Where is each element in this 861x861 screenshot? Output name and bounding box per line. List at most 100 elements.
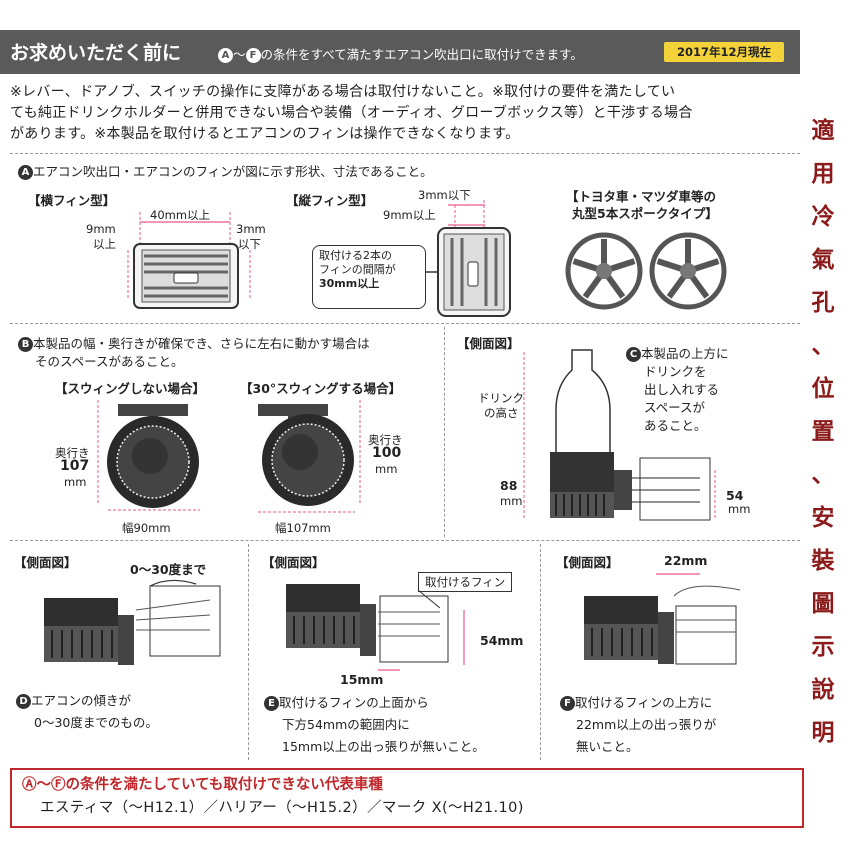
divider-bottom bbox=[10, 540, 800, 541]
side-caption-char: 、 bbox=[811, 462, 835, 488]
section-c-text-5: あること。 bbox=[644, 418, 707, 433]
round-type-title-1: 【トヨタ車・マツダ車等の bbox=[566, 189, 717, 204]
section-b-badge: B bbox=[18, 337, 33, 352]
side-caption-char: 孔 bbox=[811, 290, 835, 316]
section-a-text: エアコン吹出口・エアコンのフィンが図に示す形状、寸法であること。 bbox=[33, 164, 433, 179]
vertical-top-dim: 3mm以下 bbox=[418, 188, 471, 202]
page-title: お求めいただく前に bbox=[10, 42, 182, 64]
fin-label-box: 取付けるフィン bbox=[418, 572, 513, 592]
side-caption-char: 示 bbox=[811, 634, 835, 660]
subtitle-text: の条件をすべて満たすエアコン吹出口に取付けできます。 bbox=[260, 47, 583, 62]
angle-label: 0～30度まで bbox=[130, 562, 207, 577]
section-c-text-4: スペースが bbox=[644, 400, 706, 415]
section-f-text-2: 22mm以上の出っ張りが bbox=[576, 717, 717, 732]
side-caption-char: 氣 bbox=[811, 247, 835, 273]
dim-22mm: 22mm bbox=[664, 553, 708, 568]
no-swing-title: 【スウィングしない場合】 bbox=[55, 381, 206, 396]
notice-text: ※レバー、ドアノブ、スイッチの操作に支障がある場合は取付けないこと。※取付けの要… bbox=[10, 82, 800, 145]
dim-15mm: 15mm bbox=[340, 672, 384, 687]
side-caption-char: 圖 bbox=[811, 591, 835, 617]
badge-f: F bbox=[245, 48, 261, 63]
section-c-badge: C bbox=[626, 347, 641, 362]
section-c-text-3: 出し入れする bbox=[644, 382, 720, 397]
swing-title: 【30°スウィングする場合】 bbox=[240, 381, 402, 396]
vertical-fin-title: 【縦フィン型】 bbox=[286, 193, 374, 208]
callout-line-2: フィンの間隔が bbox=[319, 263, 396, 276]
height-88-unit: mm bbox=[500, 494, 523, 508]
section-c-title: 【側面図】 bbox=[457, 336, 520, 351]
no-swing-width: 幅90mm bbox=[122, 521, 171, 535]
horizontal-fin-title: 【横フィン型】 bbox=[28, 193, 116, 208]
swing-depth-label: 奥行き bbox=[368, 433, 403, 447]
notice-line-1: ※レバー、ドアノブ、スイッチの操作に支障がある場合は取付けないこと。※取付けの要… bbox=[10, 84, 676, 100]
section-c-text-1: 本製品の上方に bbox=[641, 346, 729, 361]
badge-a: A bbox=[218, 48, 233, 63]
divider-ef bbox=[540, 544, 541, 760]
side-caption-char: 適 bbox=[811, 118, 835, 144]
section-f-title: 【側面図】 bbox=[556, 555, 619, 570]
section-e-text-1: 取付けるフィンの上面から bbox=[279, 695, 429, 710]
side-caption-char: 安 bbox=[811, 505, 835, 531]
exception-box bbox=[10, 768, 804, 828]
horizontal-right-dim-2: 以下 bbox=[238, 237, 261, 251]
side-caption-char: 冷 bbox=[811, 204, 835, 230]
height-88-value: 88 bbox=[500, 478, 518, 493]
section-d-title: 【側面図】 bbox=[14, 555, 77, 570]
section-d-text-1: エアコンの傾きが bbox=[31, 693, 132, 708]
date-badge: 2017年12月現在 bbox=[664, 42, 784, 62]
range-separator: ～ bbox=[233, 47, 246, 62]
section-b-text-1: 本製品の幅・奥行きが確保でき、さらに左右に動かす場合は bbox=[33, 336, 370, 351]
swing-depth-unit: mm bbox=[375, 462, 398, 476]
section-d-badge: D bbox=[16, 694, 31, 709]
section-f-text-3: 無いこと。 bbox=[576, 739, 639, 754]
section-a-badge: A bbox=[18, 165, 33, 180]
exception-title: Ⓐ～Ⓕの条件を満たしていても取付けできない代表車種 bbox=[22, 777, 383, 793]
section-e-text-3: 15mm以上の出っ張りが無いこと。 bbox=[282, 739, 485, 754]
side-caption-char: 用 bbox=[811, 161, 835, 187]
swing-depth-value: 100 bbox=[372, 445, 402, 461]
fin-gap-callout: 取付ける2本の フィンの間隔が 30mm以上 bbox=[312, 245, 426, 309]
side-caption-char: 說 bbox=[811, 677, 835, 703]
section-f-badge: F bbox=[560, 696, 575, 711]
horizontal-right-dim-1: 3mm bbox=[236, 222, 266, 236]
notice-line-3: があります。※本製品を取付けるとエアコンのフィンは操作できなくなります。 bbox=[10, 126, 520, 142]
section-e-title: 【側面図】 bbox=[262, 555, 325, 570]
callout-line-3: 30mm以上 bbox=[319, 277, 380, 290]
divider-bc bbox=[444, 327, 445, 537]
drink-height-label-2: の高さ bbox=[484, 406, 519, 420]
swing-width: 幅107mm bbox=[275, 521, 331, 535]
section-b-text-2: そのスペースがあること。 bbox=[35, 354, 184, 369]
side-caption-char: 位 bbox=[811, 376, 835, 402]
round-type-title-2: 丸型5本スポークタイプ】 bbox=[572, 206, 718, 221]
height-54-unit: mm bbox=[728, 502, 751, 516]
no-swing-depth-value: 107 bbox=[60, 458, 90, 474]
section-e-text-2: 下方54mmの範囲内に bbox=[282, 717, 410, 732]
horizontal-left-dim-2: 以上 bbox=[93, 237, 116, 251]
no-swing-depth-unit: mm bbox=[64, 475, 87, 489]
section-c-text-2: ドリンクを bbox=[644, 364, 707, 379]
section-e-badge: E bbox=[264, 696, 279, 711]
section-d-text-2: 0～30度までのもの。 bbox=[34, 715, 158, 730]
no-swing-depth-label: 奥行き bbox=[55, 446, 90, 460]
section-f-text-1: 取付けるフィンの上方に bbox=[575, 695, 713, 710]
divider-top bbox=[10, 153, 800, 154]
vertical-mid-dim: 9mm以上 bbox=[383, 208, 436, 222]
height-54-value: 54 bbox=[726, 488, 744, 503]
side-caption: 適用冷氣孔、位置、安裝圖示說明 bbox=[803, 110, 843, 755]
horizontal-left-dim-1: 9mm bbox=[86, 222, 116, 236]
callout-line-1: 取付ける2本の bbox=[319, 249, 392, 262]
side-caption-char: 置 bbox=[811, 419, 835, 445]
drink-height-label-1: ドリンク bbox=[478, 391, 524, 405]
